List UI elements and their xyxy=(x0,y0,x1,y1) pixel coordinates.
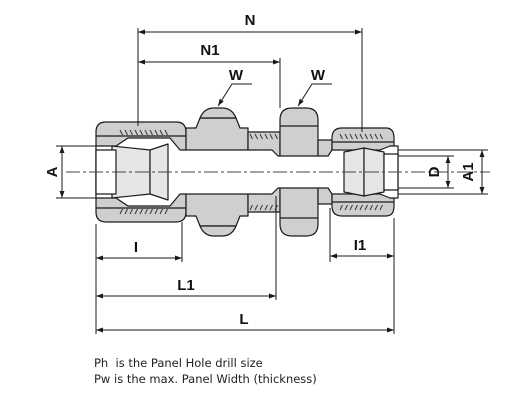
thread-tick xyxy=(269,133,273,140)
thread-tick xyxy=(349,204,353,211)
thread-tick xyxy=(249,133,253,140)
thread-tick xyxy=(254,133,258,140)
thread-tick xyxy=(359,133,363,140)
w-right-leader xyxy=(297,83,332,107)
thread-tick xyxy=(149,129,153,136)
label-a: A xyxy=(44,166,61,177)
label-w-left: W xyxy=(229,67,244,84)
thread-tick xyxy=(339,204,343,211)
label-i: I xyxy=(134,239,138,256)
thread-tick xyxy=(164,208,168,215)
thread-tick xyxy=(129,208,133,215)
thread-tick xyxy=(359,204,363,211)
label-n1: N1 xyxy=(200,42,219,59)
thread-tick xyxy=(274,133,278,140)
note-panel-width: Pw is the max. Panel Width (thickness) xyxy=(94,372,317,386)
thread-tick xyxy=(369,133,373,140)
thread-tick xyxy=(269,204,273,211)
thread-tick xyxy=(344,133,348,140)
thread-tick xyxy=(254,204,258,211)
note-panel-hole: Ph is the Panel Hole drill size xyxy=(94,356,263,370)
label-l1: L1 xyxy=(177,277,195,294)
thread-tick xyxy=(364,204,368,211)
thread-tick xyxy=(379,133,383,140)
thread-tick xyxy=(259,133,263,140)
thread-tick xyxy=(119,208,123,215)
label-i1: I1 xyxy=(354,237,367,254)
thread-tick xyxy=(364,133,368,140)
thread-tick xyxy=(264,204,268,211)
thread-tick xyxy=(249,204,253,211)
thread-marks xyxy=(119,129,383,215)
thread-tick xyxy=(379,204,383,211)
label-w-right: W xyxy=(311,67,326,84)
thread-tick xyxy=(369,204,373,211)
thread-tick xyxy=(159,129,163,136)
thread-tick xyxy=(134,208,138,215)
thread-tick xyxy=(354,204,358,211)
thread-tick xyxy=(259,204,263,211)
thread-tick xyxy=(374,133,378,140)
thread-tick xyxy=(124,208,128,215)
thread-tick xyxy=(129,129,133,136)
label-d: D xyxy=(426,166,443,177)
thread-tick xyxy=(339,133,343,140)
jam-nut xyxy=(199,225,237,237)
thread-tick xyxy=(344,204,348,211)
thread-tick xyxy=(139,129,143,136)
label-l: L xyxy=(239,311,248,328)
thread-tick xyxy=(374,204,378,211)
thread-tick xyxy=(349,133,353,140)
thread-tick xyxy=(144,129,148,136)
thread-tick xyxy=(134,129,138,136)
thread-tick xyxy=(154,129,158,136)
thread-tick xyxy=(124,129,128,136)
thread-tick xyxy=(354,133,358,140)
thread-tick xyxy=(139,208,143,215)
thread-tick xyxy=(149,208,153,215)
label-n: N xyxy=(245,12,256,29)
thread-tick xyxy=(119,129,123,136)
dimension-lines xyxy=(56,28,488,334)
w-left-leader xyxy=(217,83,252,107)
thread-tick xyxy=(264,133,268,140)
jam-nut xyxy=(199,107,237,119)
thread-tick xyxy=(144,208,148,215)
thread-tick xyxy=(159,208,163,215)
label-a1: A1 xyxy=(460,162,477,181)
thread-tick xyxy=(164,129,168,136)
thread-tick xyxy=(154,208,158,215)
